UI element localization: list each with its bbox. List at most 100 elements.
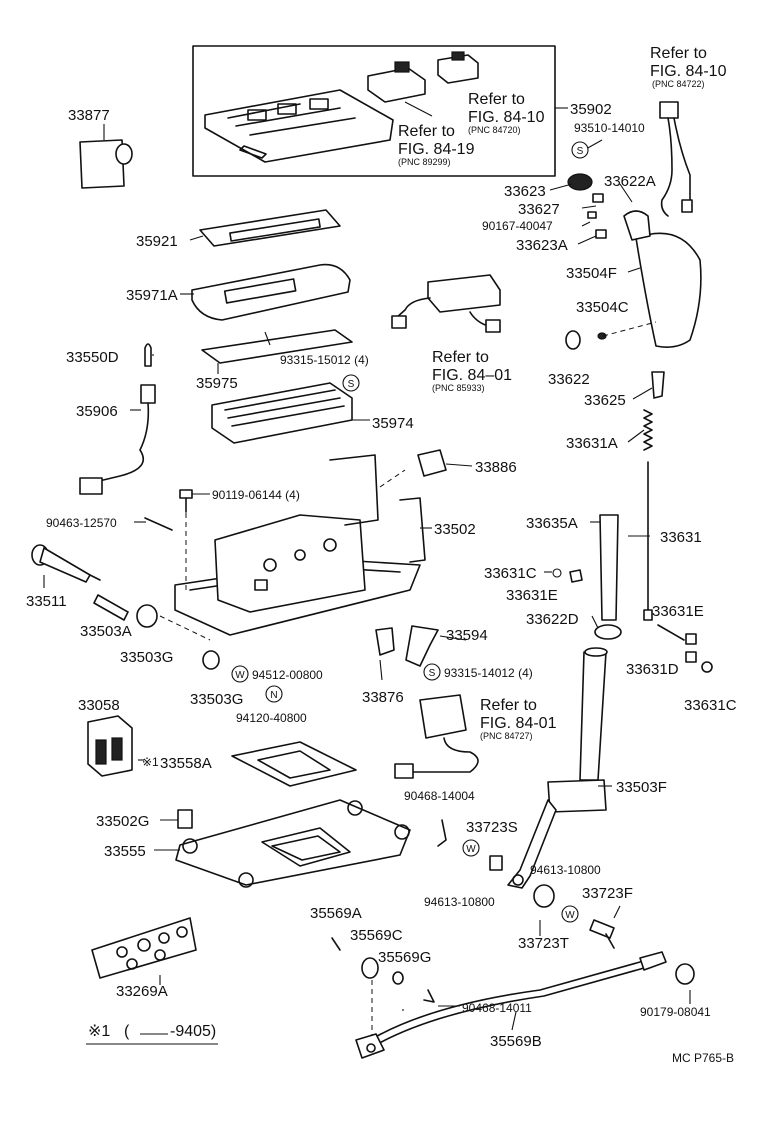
- label-35569C: 35569C: [350, 927, 403, 944]
- symbol-w-94613b: W: [561, 905, 579, 923]
- part-lower-small: [423, 819, 695, 1003]
- label-mark-note: ※1: [142, 755, 159, 769]
- label-93510: 93510-14010: [574, 121, 645, 135]
- part-33504F-knob: [567, 173, 702, 348]
- label-33511: 33511: [26, 593, 67, 610]
- label-33876: 33876: [362, 689, 404, 706]
- ref-r2-line2: FIG. 84-19: [398, 141, 475, 158]
- label-35569G: 35569G: [378, 949, 431, 966]
- part-33502G: [177, 809, 193, 829]
- part-33625: [651, 371, 665, 399]
- symbol-s-text: S: [429, 668, 436, 679]
- footnote-range: -9405): [170, 1023, 216, 1040]
- connector-upper: [391, 274, 501, 333]
- label-94512: 94512-00800: [252, 668, 323, 682]
- symbol-w-text: W: [235, 670, 245, 681]
- part-35569B-cable: [331, 937, 667, 1059]
- ref-r2-line1: Refer to: [398, 123, 455, 140]
- part-33635A: [594, 514, 622, 640]
- symbol-s-93315a: S: [342, 374, 360, 392]
- ref-r2-pnc: (PNC 89299): [398, 157, 451, 167]
- part-33503A: [93, 594, 129, 621]
- part-33058: [87, 715, 133, 777]
- symbol-w-text: W: [565, 910, 575, 921]
- part-33594: [405, 625, 439, 667]
- label-35921: 35921: [136, 233, 178, 250]
- label-33723F: 33723F: [582, 885, 633, 902]
- label-33877: 33877: [68, 107, 110, 124]
- label-33269A: 33269A: [116, 983, 168, 1000]
- ref-r5: Refer to FIG. 84-01 (PNC 84727): [480, 697, 557, 741]
- label-33502G: 33502G: [96, 813, 149, 830]
- ref-r1-line2: FIG. 84-10: [468, 109, 545, 126]
- part-labels: 33877 35921 35971A 33550D 35975 35906 35…: [26, 101, 737, 1050]
- label-33504F: 33504F: [566, 265, 617, 282]
- symbol-s-93315b: S: [423, 663, 441, 681]
- part-33558A: [231, 741, 357, 787]
- part-33877-plate: [79, 124, 133, 189]
- symbol-w-text: W: [466, 844, 476, 855]
- ref-r4: Refer to FIG. 84–01 (PNC 85933): [432, 349, 512, 393]
- ref-r5-pnc: (PNC 84727): [480, 731, 533, 741]
- label-33631E-1: 33631E: [506, 587, 558, 604]
- symbol-w-94613a: W: [462, 839, 480, 857]
- diagram-code: MC P765-B: [672, 1051, 734, 1065]
- label-35906: 35906: [76, 403, 118, 420]
- label-90119: 90119-06144 (4): [212, 488, 300, 502]
- ref-r3-line1: Refer to: [650, 45, 707, 62]
- label-33631C-1: 33631C: [484, 565, 537, 582]
- label-33555: 33555: [104, 843, 146, 860]
- label-93315b: 93315-14012 (4): [444, 666, 533, 680]
- label-33502: 33502: [434, 521, 476, 538]
- ref-r1-line1: Refer to: [468, 91, 525, 108]
- footnote: ※1 ( -9405): [86, 1023, 218, 1045]
- symbol-w-94512: W: [231, 665, 249, 683]
- label-33623: 33623: [504, 183, 546, 200]
- label-33504C: 33504C: [576, 299, 629, 316]
- ref-r5-line1: Refer to: [480, 697, 537, 714]
- label-33723T: 33723T: [518, 935, 569, 952]
- footnote-open: (: [124, 1023, 130, 1040]
- label-33558A: 33558A: [160, 755, 212, 772]
- label-33723S: 33723S: [466, 819, 518, 836]
- label-94120: 94120-40800: [236, 711, 307, 725]
- ref-r5-line2: FIG. 84-01: [480, 715, 557, 732]
- part-90463-pin: [134, 517, 173, 531]
- label-94613b: 94613-10800: [530, 863, 601, 877]
- symbol-n-94120: N: [265, 685, 283, 703]
- part-33269A: [91, 917, 197, 979]
- part-33631-rod: [643, 461, 653, 621]
- ref-r1-pnc: (PNC 84720): [468, 125, 521, 135]
- part-33502-bracket: [174, 454, 432, 636]
- label-35971A: 35971A: [126, 287, 178, 304]
- knob-harness: [659, 101, 693, 217]
- symbol-s-93510: S: [571, 141, 589, 159]
- part-90119-bolt: [179, 489, 210, 513]
- inset-box-35902: [192, 45, 556, 177]
- label-33550D: 33550D: [66, 349, 119, 366]
- label-33622: 33622: [548, 371, 590, 388]
- ref-r4-line2: FIG. 84–01: [432, 367, 512, 384]
- label-35974: 35974: [372, 415, 414, 432]
- label-33631: 33631: [660, 529, 702, 546]
- part-33555: [175, 799, 411, 888]
- label-33622A: 33622A: [604, 173, 656, 190]
- label-33631E-2: 33631E: [652, 603, 704, 620]
- part-33631A-spring: [643, 409, 653, 451]
- symbol-s-text: S: [577, 146, 584, 157]
- label-33625: 33625: [584, 392, 626, 409]
- label-94613a: 94613-10800: [424, 895, 495, 909]
- part-33631-small-parts: [552, 568, 713, 673]
- part-35975: [201, 329, 353, 374]
- part-33622: [565, 330, 581, 350]
- part-35906: [79, 343, 156, 495]
- label-33503G-2: 33503G: [190, 691, 243, 708]
- part-35974: [211, 382, 370, 444]
- label-93315a: 93315-15012 (4): [280, 353, 369, 367]
- label-33503A: 33503A: [80, 623, 132, 640]
- part-33503F-lever: [507, 647, 608, 889]
- part-33886: [417, 449, 473, 477]
- label-35569B: 35569B: [490, 1033, 542, 1050]
- leader-lines: [138, 107, 691, 1031]
